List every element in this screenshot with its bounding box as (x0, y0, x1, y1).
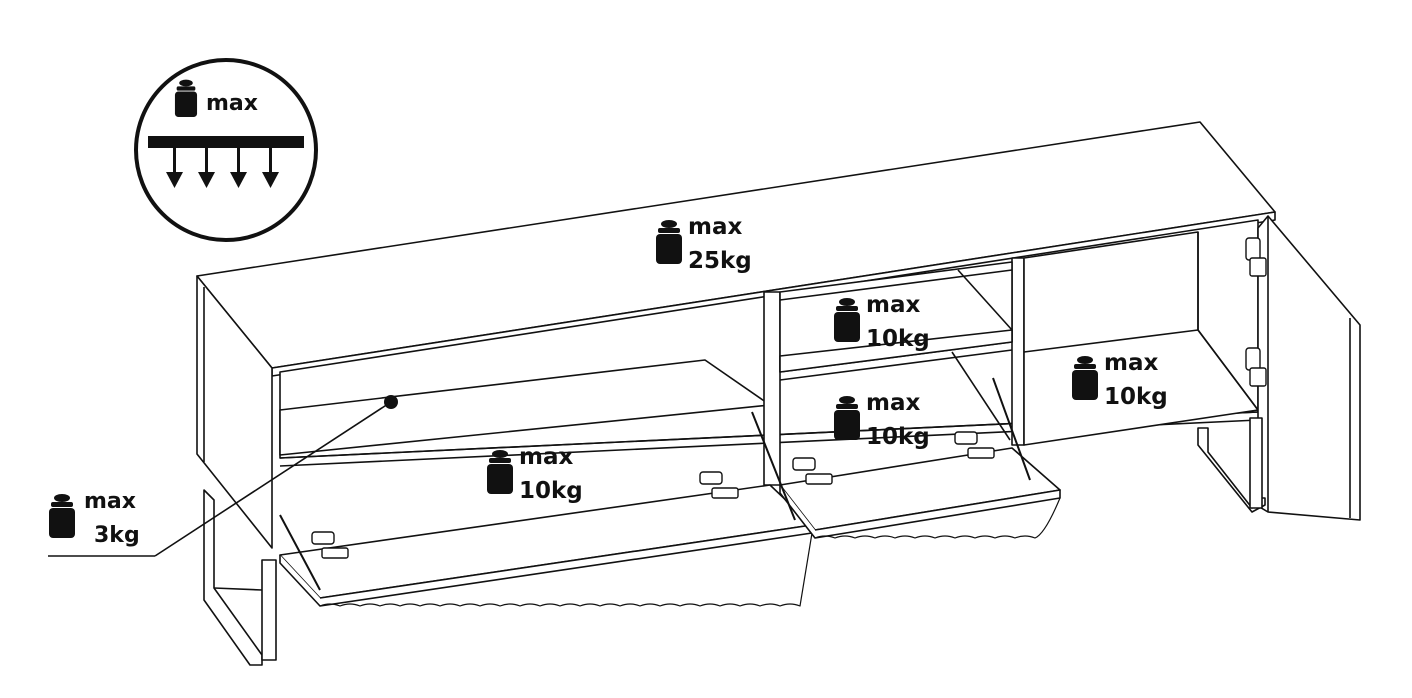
left-shelf-load-label: max 3kg (49, 489, 140, 548)
svg-text:max: max (84, 489, 136, 514)
weight-icon (49, 494, 75, 538)
right-compartment-load-label: max 10kg (1072, 350, 1168, 410)
arrow-down-icon (166, 148, 279, 188)
legend-max-label: max (206, 91, 258, 116)
svg-text:max: max (519, 444, 573, 470)
svg-text:3kg: 3kg (94, 523, 140, 548)
small-shelf-load-label: max 10kg (834, 292, 930, 352)
shelf-bar-icon (148, 136, 304, 148)
svg-text:max: max (688, 214, 742, 240)
sideboard-drawing (196, 121, 1361, 666)
max-load-legend: max (134, 58, 318, 242)
svg-text:10kg: 10kg (866, 424, 930, 450)
svg-text:10kg: 10kg (866, 326, 930, 352)
svg-text:max: max (1104, 350, 1158, 376)
svg-text:10kg: 10kg (1104, 384, 1168, 410)
callout-pointer (48, 395, 398, 557)
middle-compartment-load-label: max 10kg (834, 390, 930, 450)
svg-text:max: max (866, 390, 920, 416)
left-side-panel (196, 275, 273, 549)
svg-text:max: max (866, 292, 920, 318)
left-flap-load-label: max 10kg (487, 444, 583, 504)
svg-text:10kg: 10kg (519, 478, 583, 504)
right-door (1257, 215, 1361, 521)
top-load-label: max 25kg (656, 214, 752, 274)
hinge-icon (311, 237, 1267, 559)
svg-text:25kg: 25kg (688, 248, 752, 274)
